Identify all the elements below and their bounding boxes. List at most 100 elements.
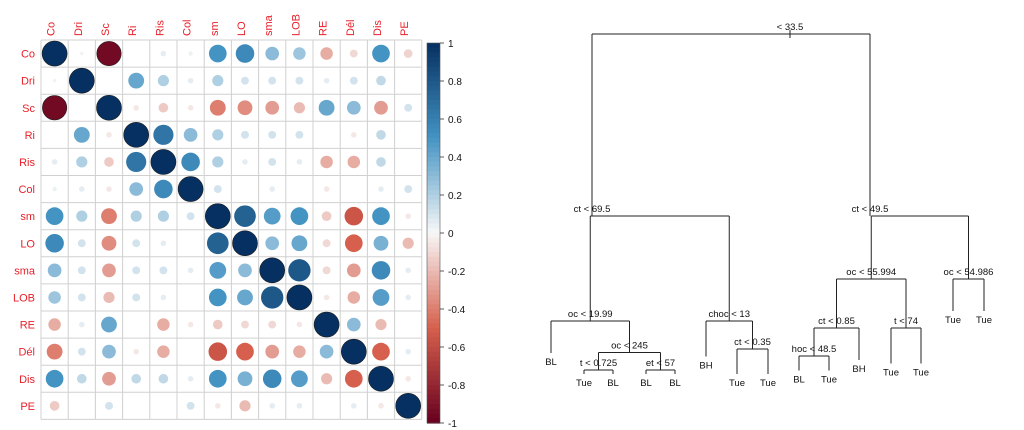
correlation-circle xyxy=(183,128,198,142)
correlation-circle xyxy=(157,318,170,331)
correlation-circle xyxy=(159,266,168,275)
correlation-circle xyxy=(208,369,227,388)
correlation-circle xyxy=(236,342,254,361)
correlation-circle xyxy=(158,102,169,113)
row-label: Dél xyxy=(18,347,35,359)
correlation-circle xyxy=(212,156,224,168)
correlation-circle xyxy=(102,371,116,386)
colorbar-segment xyxy=(427,299,440,305)
colorbar-segment xyxy=(427,161,440,168)
correlation-circle xyxy=(186,212,195,221)
correlation-circle xyxy=(154,179,173,199)
row-label: LO xyxy=(20,238,35,250)
correlation-circle xyxy=(265,344,280,359)
colorbar-segment xyxy=(427,147,440,153)
correlation-circle xyxy=(186,401,195,410)
colorbar-tick-label: 1 xyxy=(448,39,454,50)
correlation-circle xyxy=(320,155,333,169)
correlation-circle xyxy=(323,294,330,301)
row-label: Sc xyxy=(22,103,35,115)
colorbar-segment xyxy=(427,361,440,367)
correlation-circle xyxy=(368,365,394,392)
correlation-circle xyxy=(234,205,256,227)
colorbar-segment xyxy=(427,195,440,201)
colorbar-segment xyxy=(427,313,440,320)
tree-leaf-label: BL xyxy=(669,378,681,389)
correlation-circle xyxy=(104,157,114,167)
row-label: PE xyxy=(20,401,35,413)
tree-split-label: oc < 54.986 xyxy=(944,267,994,278)
tree-split-label: hoc < 48.5 xyxy=(792,344,837,355)
colorbar-tick-label: -0.8 xyxy=(448,381,466,392)
correlation-circle xyxy=(241,320,249,329)
tree-split-label: et < 57 xyxy=(646,358,675,369)
column-label: RE xyxy=(318,21,330,36)
correlation-circle xyxy=(404,103,413,112)
colorbar-segment xyxy=(427,152,440,158)
correlation-circle xyxy=(293,47,306,60)
correlation-circle xyxy=(293,102,305,114)
correlation-circle xyxy=(212,75,224,87)
correlation-circle xyxy=(49,401,60,411)
correlation-circle xyxy=(268,76,277,85)
correlation-circle xyxy=(133,104,139,111)
correlation-circle xyxy=(378,186,384,192)
column-label: sm xyxy=(209,21,221,36)
correlation-circle xyxy=(213,185,222,193)
colorbar-segment xyxy=(427,100,440,106)
colorbar-segment xyxy=(427,47,440,54)
correlation-circle xyxy=(215,403,221,409)
correlation-circle xyxy=(376,157,386,167)
correlation-circle xyxy=(378,403,384,409)
correlation-circle xyxy=(241,130,249,139)
tree-leaf-label: Tue xyxy=(913,368,929,379)
correlation-circle xyxy=(405,375,412,382)
colorbar-segment xyxy=(427,318,440,324)
correlation-circle xyxy=(237,289,253,306)
correlation-circle xyxy=(295,76,304,85)
tree-split-label: t < 74 xyxy=(894,316,918,327)
correlation-circle xyxy=(372,342,390,361)
colorbar-segment xyxy=(427,109,440,115)
correlation-circle xyxy=(235,44,255,63)
tree-split-label: ct < 69.5 xyxy=(574,204,611,215)
tree-split-label: ct < 0.85 xyxy=(818,316,855,327)
colorbar-segment xyxy=(427,351,440,358)
correlation-circle xyxy=(96,41,122,67)
correlation-circle xyxy=(181,152,200,172)
correlation-circle xyxy=(372,289,390,306)
colorbar-segment xyxy=(427,242,440,248)
colorbar-segment xyxy=(427,280,440,286)
correlation-circle xyxy=(206,232,229,255)
row-label: Ri xyxy=(25,130,35,142)
correlation-circle xyxy=(126,151,147,173)
row-label: Dri xyxy=(21,76,35,88)
colorbar-tick-label: -0.2 xyxy=(448,267,466,278)
colorbar-segment xyxy=(427,332,440,339)
row-label: RE xyxy=(20,320,35,332)
colorbar-segment xyxy=(427,166,440,172)
column-label: Sc xyxy=(100,23,112,36)
colorbar-segment xyxy=(427,375,440,381)
colorbar-segment xyxy=(427,356,440,362)
colorbar-segment xyxy=(427,294,440,301)
correlation-circle xyxy=(103,291,115,304)
tree-leaf-label: Tue xyxy=(821,375,837,386)
row-label: Co xyxy=(21,49,35,61)
colorbar-tick-label: 0.2 xyxy=(448,191,462,202)
correlation-circle xyxy=(102,344,116,359)
correlation-circle xyxy=(268,130,277,139)
colorbar-segment xyxy=(427,304,440,310)
colorbar-segment xyxy=(427,389,440,396)
correlation-circle xyxy=(405,267,412,274)
correlation-circle xyxy=(76,210,88,222)
correlation-circle xyxy=(405,294,412,301)
correlation-circle xyxy=(405,213,412,219)
correlation-circle xyxy=(320,47,333,60)
correlation-circle xyxy=(346,317,361,332)
colorbar-segment xyxy=(427,342,440,348)
column-label: Co xyxy=(46,22,58,36)
tree-leaf-label: Tue xyxy=(976,315,992,326)
correlation-circle xyxy=(46,343,63,360)
